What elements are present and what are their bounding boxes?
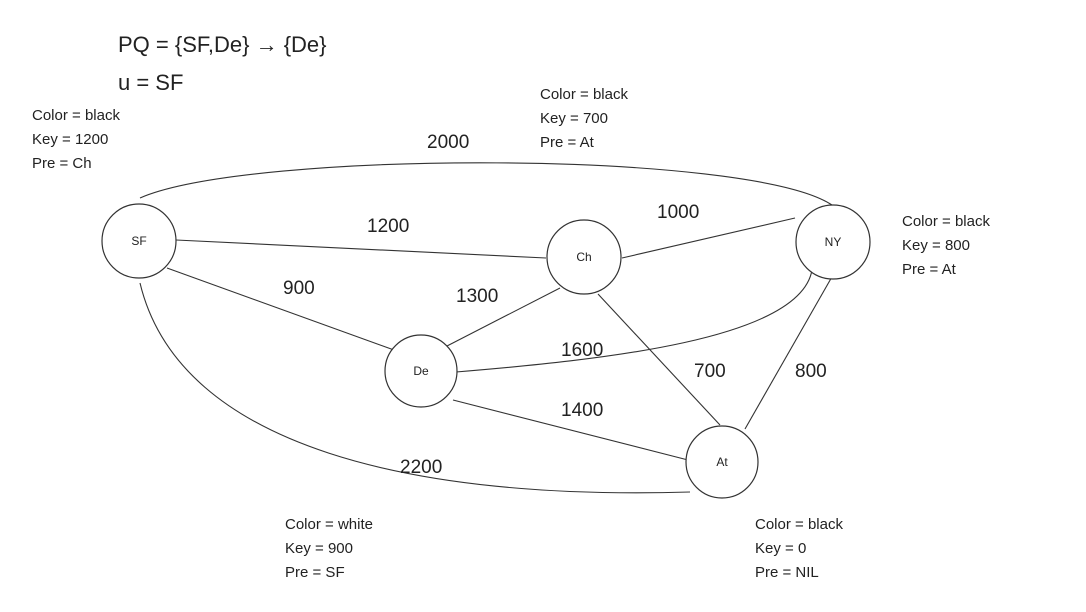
info-sf-color: Color = black [32,107,120,124]
edge-de-ch [446,287,561,347]
info-ny: Color = black Key = 800 Pre = At [902,213,990,278]
info-de-pre: Pre = SF [285,564,345,581]
info-at-color: Color = black [755,516,843,533]
weight-ny-at: 800 [795,361,827,382]
info-ch-key: Key = 700 [540,110,608,127]
edge-sf-ch [175,239,547,259]
node-sf-label: SF [131,234,146,248]
weight-ch-at: 700 [694,361,726,382]
info-ch-color: Color = black [540,86,628,103]
priority-queue-text: PQ = {SF,De} → {De} [118,32,327,57]
current-vertex-text: u = SF [118,70,183,95]
info-de-color: Color = white [285,516,373,533]
weight-sf-ny: 2000 [427,132,469,153]
node-ny-label: NY [825,235,842,249]
info-ny-pre: Pre = At [902,261,957,278]
info-sf-pre: Pre = Ch [32,155,92,172]
info-sf-key: Key = 1200 [32,131,108,148]
edge-sf-at [139,282,691,494]
weight-sf-de: 900 [283,278,315,299]
node-sf: SF [101,203,177,279]
info-at-key: Key = 0 [755,540,806,557]
info-de-key: Key = 900 [285,540,353,557]
edge-ch-ny [621,217,796,259]
edge-de-at [452,399,689,461]
node-de-label: De [413,364,429,378]
edge-de-ny [455,269,813,373]
weight-ch-ny: 1000 [657,202,699,223]
node-at-label: At [716,455,728,469]
edge-sf-ny [139,162,833,206]
info-ch: Color = black Key = 700 Pre = At [540,86,628,151]
info-ny-key: Key = 800 [902,237,970,254]
weight-sf-at: 2200 [400,457,442,478]
info-sf: Color = black Key = 1200 Pre = Ch [32,107,120,172]
weight-sf-ch: 1200 [367,216,409,237]
info-at: Color = black Key = 0 Pre = NIL [755,516,843,581]
weight-de-at: 1400 [561,400,603,421]
weight-de-ny: 1600 [561,340,603,361]
edge-ch-at [597,293,721,426]
node-ch: Ch [546,219,622,295]
edge-ny-at [744,274,834,430]
info-de: Color = white Key = 900 Pre = SF [285,516,373,581]
node-de: De [384,334,458,408]
info-at-pre: Pre = NIL [755,564,819,581]
info-ch-pre: Pre = At [540,134,595,151]
node-ch-label: Ch [576,250,591,264]
edge-sf-de [166,267,395,351]
node-ny: NY [795,204,871,280]
node-at: At [685,425,759,499]
weight-de-ch: 1300 [456,286,498,307]
info-ny-color: Color = black [902,213,990,230]
